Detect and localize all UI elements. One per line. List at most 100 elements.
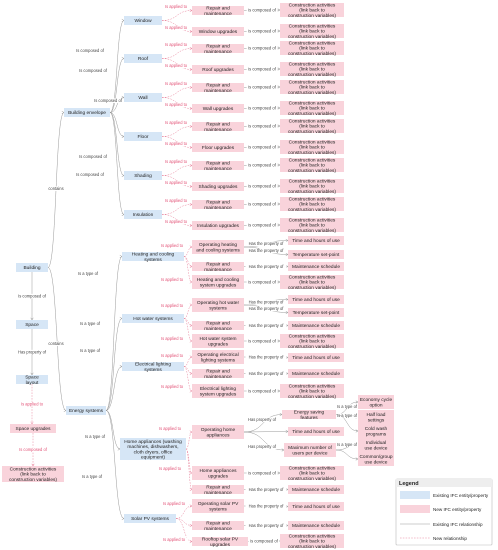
node-el_ms-box (288, 369, 344, 378)
arrowhead-building-envelope (61, 110, 65, 115)
node-op_hc-box (192, 240, 244, 254)
node-el_time-box (288, 353, 344, 362)
edge-label-7-bg (92, 98, 124, 103)
node-hc_temp-label: Temperature set-point (293, 252, 340, 258)
edge-label-41: Has the property of (249, 241, 285, 246)
node-wall: Wall (124, 93, 162, 102)
legend-existing-entity: Existing IFC entity/property (433, 493, 489, 498)
node-floor-label: Floor (138, 134, 149, 140)
node-hws-box (122, 314, 184, 323)
edge-label-29-bg (246, 184, 278, 189)
node-envelope: Building envelope (64, 108, 110, 117)
node-roof-label: Roof (138, 56, 149, 62)
edge-shading-shading_up (161, 175, 193, 187)
edge-label-44: is composed of (248, 279, 276, 284)
node-floor: Floor (124, 132, 162, 141)
edge-label-62-bg (333, 404, 361, 409)
edge-label-9: Is composed of (76, 172, 105, 177)
node-hw_ca-box (280, 334, 344, 348)
node-space-label: Space (25, 322, 39, 328)
edge-label-62: Is a type of (337, 404, 358, 409)
node-wall-label: Wall (138, 95, 147, 101)
edge-label-34: Is a type of (78, 271, 99, 276)
edge-label-contains-energy-bg (46, 341, 66, 346)
edge-label-27-bg (161, 180, 191, 185)
edge-features-cold (335, 414, 359, 432)
edge-label-59: Has property of (248, 444, 277, 449)
node-roof_rm-box (192, 44, 244, 53)
edge-label-5-bg (74, 48, 106, 53)
edge-label-9-bg (74, 172, 106, 177)
edge-label-34-bg (74, 271, 102, 276)
edge-label-20: is composed of (248, 85, 276, 90)
diagram-edges: Is composed of Has property of Is applied … (15, 4, 361, 544)
edge-building-energy (47, 267, 67, 411)
edge-label-25: is composed of (248, 145, 276, 150)
node-window_ca2-box (280, 24, 344, 38)
node-shading_up: Shading upgrades (192, 182, 244, 191)
node-hc_ms-label: Maintenance schedule (292, 264, 340, 270)
edge-label-54: Has the property of (249, 371, 285, 376)
arrowhead-energy-hcs (119, 254, 123, 259)
node-max_users-box (284, 443, 336, 457)
edge-label-4: contains (48, 186, 63, 191)
node-space_upgrades-label: Space upgrades (16, 426, 52, 432)
edge-label-25-bg (246, 145, 278, 150)
edge-label-1-bg (15, 349, 49, 355)
node-envelope-box (64, 108, 110, 117)
edge-label-35-bg (76, 321, 104, 326)
edge-label-65: Is applied to (163, 501, 186, 506)
node-hcs-box (122, 252, 184, 261)
edge-max_users-common (335, 449, 359, 460)
edge-label-67: Has the property of (249, 504, 285, 509)
node-solar_ms: Maintenance schedule (288, 521, 344, 530)
node-roof_up-label: Roof upgrades (202, 67, 234, 73)
edge-label-38: Is a type of (82, 474, 103, 479)
edge-label-46: Is applied to (161, 336, 184, 341)
edge-label-17-bg (246, 67, 278, 72)
edge-els-el_rm (183, 366, 193, 374)
edge-label-8: Is composed of (79, 154, 108, 159)
arrowhead-envelope-shading (121, 173, 125, 178)
node-hw_temp-label: Temperature set-point (293, 310, 340, 316)
edge-label-61: Has the property of (249, 487, 285, 492)
edge-envelope-insulation (109, 112, 125, 215)
edge-label-33: is composed of (248, 223, 276, 228)
node-hc_ms-box (288, 262, 344, 271)
edge-energy-app (105, 410, 121, 450)
node-hw_temp-box (288, 308, 344, 317)
edge-hcs-op_hc (183, 246, 193, 257)
edge-label-0: Is composed of (18, 293, 47, 298)
edge-label-51-bg (157, 353, 187, 358)
edge-label-42: Has the property of (249, 248, 285, 253)
node-insulation-box (124, 210, 162, 219)
node-window-box (124, 16, 162, 25)
edge-app-app_rm (185, 448, 193, 490)
edge-hws-hw_rm (183, 318, 193, 326)
node-insulation_up: Insulation upgrades (192, 221, 244, 230)
node-hw_time-box (288, 295, 344, 304)
node-op_app-box (192, 425, 244, 439)
